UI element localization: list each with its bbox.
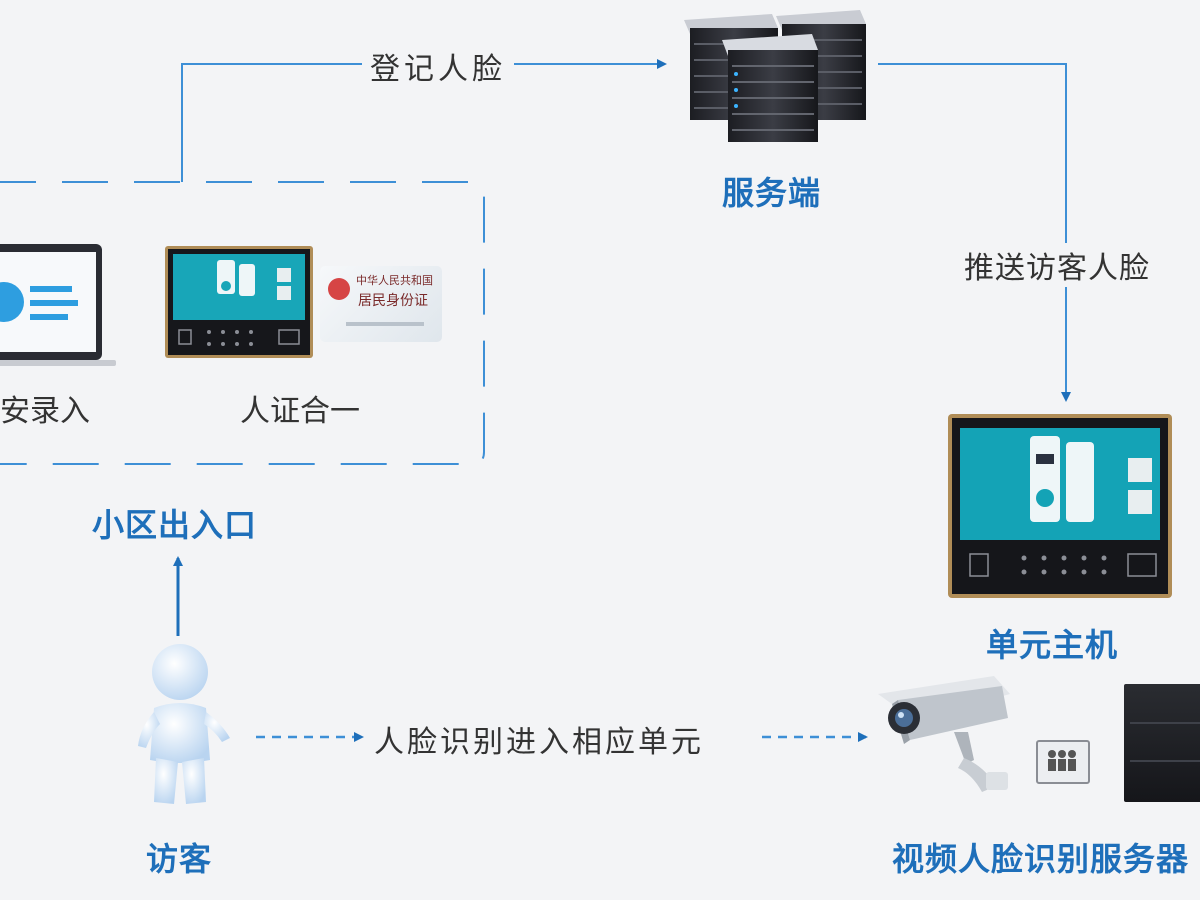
face-group-icon [1036, 740, 1090, 784]
push-face-label: 推送访客人脸 [958, 243, 1156, 287]
id-card-line2: 居民身份证 [358, 293, 428, 309]
id-card-emblem [328, 278, 350, 300]
server-title: 服务端 [722, 174, 822, 212]
register-face-label: 登记人脸 [362, 44, 514, 88]
unit-host-title: 单元主机 [986, 626, 1119, 664]
entrance-title: 小区出入口 [92, 506, 258, 544]
id-card-number-strip [346, 322, 424, 326]
id-card-line1: 中华人民共和国 [356, 274, 433, 287]
recognition-server-box-icon [1124, 684, 1200, 802]
property-entry-caption: 安录入 [0, 394, 90, 429]
server-box-divider-2 [1130, 760, 1200, 762]
face-group-glyph-icon [1048, 750, 1076, 771]
camera-icon [878, 676, 1010, 792]
video-face-server-title: 视频人脸识别服务器 [892, 840, 1190, 878]
server-rack-icon [684, 10, 866, 142]
access-panel-icon [165, 246, 313, 358]
visitor-title: 访客 [146, 840, 213, 878]
laptop-icon [0, 244, 116, 366]
server-box-divider-1 [1130, 722, 1200, 724]
push-face-connector [878, 63, 1071, 402]
unit-host-panel-icon [948, 414, 1172, 598]
recognition-label: 人脸识别进入相应单元 [366, 717, 712, 761]
id-combo-caption: 人证合一 [240, 394, 360, 429]
visitor-figure-icon [138, 644, 230, 804]
id-card-icon: 中华人民共和国 居民身份证 [320, 266, 442, 342]
